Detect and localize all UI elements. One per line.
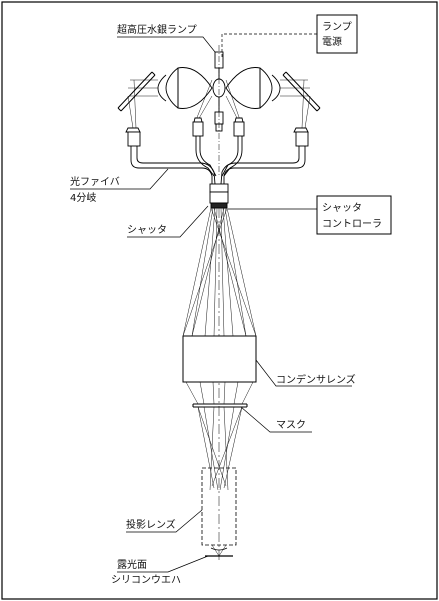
shutter	[209, 183, 229, 209]
projection-label: 投影レンズ	[126, 518, 176, 531]
lamp-power-label-2: 電源	[322, 35, 342, 48]
lamp-power-label-1: ランプ	[322, 21, 352, 33]
shutter-controller-box: シャッタ コントローラ	[316, 195, 392, 235]
shutter-leader	[127, 205, 209, 238]
mask-leader	[240, 406, 312, 433]
mask	[192, 403, 248, 408]
exposure-label-1: 露光面	[117, 558, 147, 571]
shutter-controller-label-1: シャッタ	[322, 202, 362, 214]
exposure-leader	[117, 555, 209, 573]
exposure-rays	[211, 544, 227, 557]
condenser-lens	[182, 335, 257, 383]
condenser-label: コンデンサレンズ	[276, 373, 356, 386]
rays-to-projection	[197, 406, 243, 491]
rays-to-mask	[185, 381, 254, 405]
condenser-leader	[255, 359, 352, 387]
fiber-label-1: 光ファイバ	[70, 175, 120, 188]
fiber-leader	[70, 168, 169, 190]
shutter-label: シャッタ	[127, 224, 167, 236]
shutter-controller-label-2: コントローラ	[322, 218, 382, 230]
fiber-label-2: 4分岐	[70, 191, 96, 204]
lamp-power-cable	[221, 33, 317, 58]
lamp-power-box: ランプ 電源	[316, 14, 358, 54]
mask-label: マスク	[276, 419, 306, 431]
rays-to-condenser	[182, 207, 257, 337]
fiber-couplers	[125, 117, 309, 147]
projection-lens	[201, 467, 237, 546]
lamp-leader	[117, 36, 216, 53]
projection-leader	[126, 509, 203, 533]
exposure-label-2: シリコンウエハ	[111, 574, 181, 586]
lamp-label: 超高圧水銀ランプ	[117, 23, 197, 36]
fiber-bundle	[130, 136, 306, 185]
exposure-arc	[210, 547, 228, 551]
lamp-assembly	[117, 45, 321, 175]
